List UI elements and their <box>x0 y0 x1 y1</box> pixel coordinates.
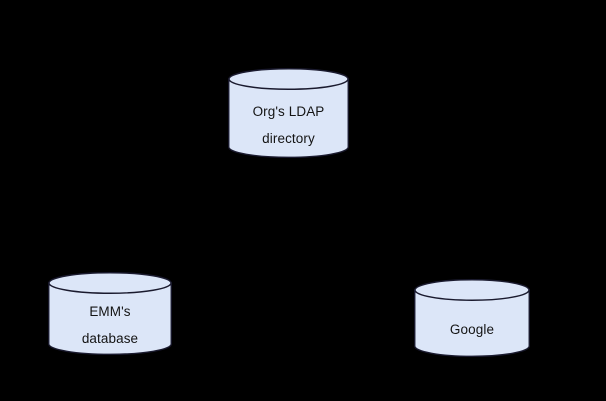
database-cylinder-icon <box>48 272 172 355</box>
node-emm-database[interactable]: EMM's database <box>48 272 172 355</box>
database-cylinder-icon <box>414 279 530 357</box>
node-google[interactable]: Google <box>414 279 530 357</box>
database-cylinder-icon <box>228 68 349 158</box>
node-ldap-directory[interactable]: Org's LDAP directory <box>228 68 349 158</box>
